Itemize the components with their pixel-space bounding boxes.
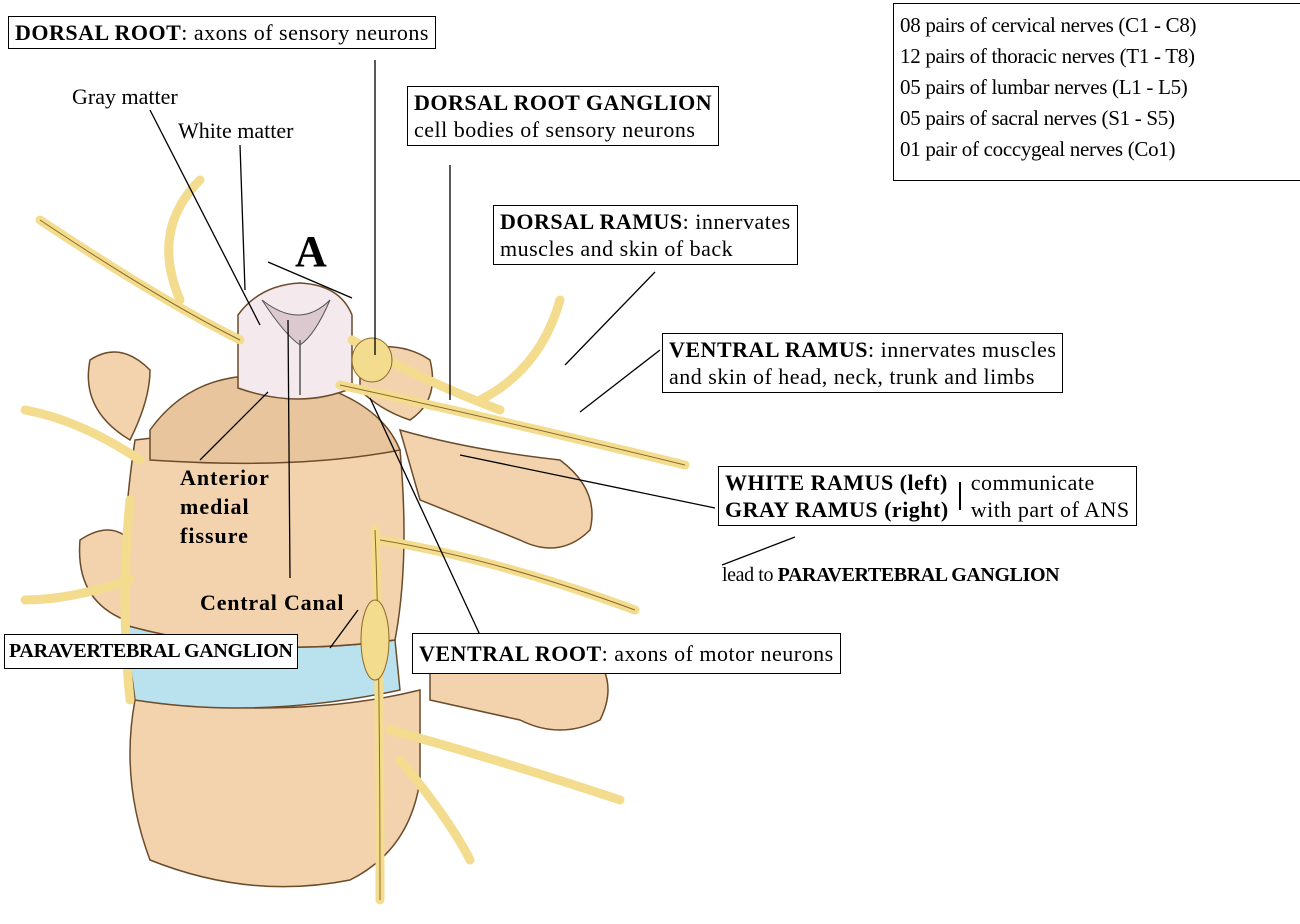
rami-communicantes-label: WHITE RAMUS (left) GRAY RAMUS (right) co… [718, 466, 1137, 526]
central-canal-label: Central Canal [200, 590, 344, 616]
dorsal-ramus-description-2: muscles and skin of back [500, 235, 791, 262]
spinal-nerve-count-box: 08 pairs of cervical nerves (C1 - C8) 12… [893, 3, 1300, 181]
anterior-medial-fissure-label: Anterior medial fissure [180, 463, 270, 550]
rami-separator [959, 482, 961, 510]
dorsal-root-title: DORSAL ROOT [15, 20, 181, 45]
upper-left-nerve [40, 220, 240, 340]
dorsal-root-label: DORSAL ROOT: axons of sensory neurons [8, 16, 436, 49]
anterior-line-3: fissure [180, 521, 270, 550]
drg-description: cell bodies of sensory neurons [414, 116, 712, 143]
middle-right-nerve [380, 540, 635, 610]
nerve-count-thoracic: 12 pairs of thoracic nerves (T1 - T8) [900, 41, 1300, 72]
dorsal-ramus-nerve [480, 300, 560, 400]
nerve-count-coccygeal: 01 pair of coccygeal nerves (Co1) [900, 134, 1300, 165]
dorsal-ramus-description-1: : innervates [683, 209, 791, 234]
gray-matter-label: Gray matter [72, 84, 178, 110]
transverse-process-left [88, 352, 150, 440]
lead-to-target: PARAVERTEBRAL GANGLION [778, 564, 1059, 586]
paravertebral-ganglion-title: PARAVERTEBRAL GANGLION [9, 640, 293, 662]
paravertebral-ganglion-body [361, 600, 389, 680]
ventral-ramus-description-2: and skin of head, neck, trunk and limbs [669, 363, 1056, 390]
dorsal-ramus-title: DORSAL RAMUS [500, 209, 683, 234]
dorsal-root-ganglion [352, 338, 392, 382]
ventral-ramus-description-1: : innervates muscles [868, 337, 1056, 362]
figure-letter: A [295, 228, 327, 276]
ventral-root-description: : axons of motor neurons [602, 641, 834, 666]
communicate-text-1: communicate [971, 469, 1130, 496]
drg-title: DORSAL ROOT GANGLION [414, 90, 712, 115]
gray-ramus-label: GRAY RAMUS (right) [725, 497, 949, 522]
nerve-count-lumbar: 05 pairs of lumbar nerves (L1 - L5) [900, 72, 1300, 103]
white-ramus-label: WHITE RAMUS (left) [725, 470, 948, 495]
spinous-process-right [400, 430, 592, 548]
white-matter-label: White matter [178, 118, 293, 144]
ventral-root-title: VENTRAL ROOT [419, 641, 602, 666]
lead-to-label: lead to PARAVERTEBRAL GANGLION [722, 562, 1059, 588]
ventral-ramus-label: VENTRAL RAMUS: innervates muscles and sk… [662, 333, 1063, 393]
nerve-count-sacral: 05 pairs of sacral nerves (S1 - S5) [900, 103, 1300, 134]
dorsal-root-ganglion-label: DORSAL ROOT GANGLION cell bodies of sens… [407, 86, 719, 146]
nerve-count-cervical: 08 pairs of cervical nerves (C1 - C8) [900, 10, 1300, 41]
communicate-text-2: with part of ANS [971, 496, 1130, 523]
paravertebral-ganglion-label: PARAVERTEBRAL GANGLION [4, 634, 298, 669]
anterior-line-1: Anterior [180, 463, 270, 492]
anterior-line-2: medial [180, 492, 270, 521]
dorsal-ramus-label: DORSAL RAMUS: innervates muscles and ski… [493, 205, 798, 265]
ventral-root-label: VENTRAL ROOT: axons of motor neurons [412, 633, 841, 674]
dorsal-root-description: : axons of sensory neurons [181, 20, 429, 45]
sympathetic-trunk-left [125, 500, 130, 700]
ventral-ramus-title: VENTRAL RAMUS [669, 337, 868, 362]
lead-to-text: lead to [722, 564, 778, 586]
spinal-cord-segment [238, 283, 352, 399]
